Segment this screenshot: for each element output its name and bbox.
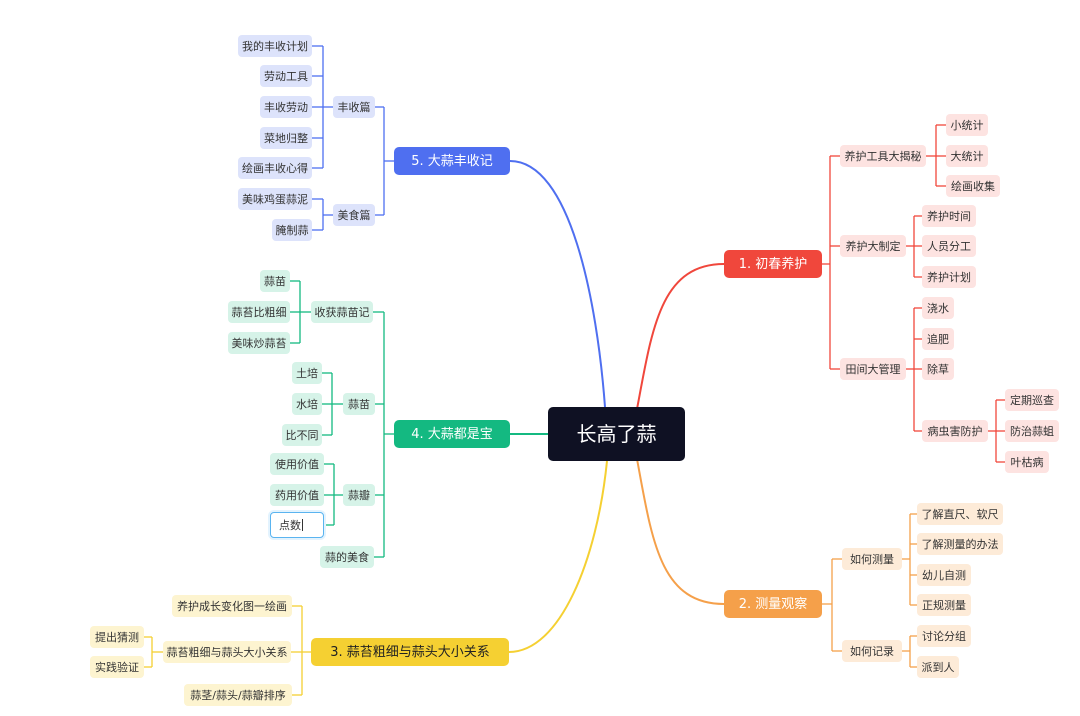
b5-sub-0-leaf-4[interactable]: 绘画丰收心得 [238, 157, 312, 179]
b1-pest-leaf-2[interactable]: 叶枯病 [1005, 451, 1049, 473]
b1-sub-2[interactable]: 田间大管理 [840, 358, 906, 380]
branch-node-b5[interactable]: 5. 大蒜丰收记 [394, 147, 510, 175]
b4-sub-1-leaf-2[interactable]: 比不同 [282, 424, 322, 446]
b4-sub-1-leaf-1[interactable]: 水培 [292, 393, 322, 415]
b1-sub-1-leaf-1[interactable]: 人员分工 [922, 235, 976, 257]
b4-sub-0-leaf-0[interactable]: 蒜苗 [260, 270, 290, 292]
b1-sub-1-leaf-2[interactable]: 养护计划 [922, 266, 976, 288]
link-root-b3 [508, 460, 608, 653]
branch-node-b2[interactable]: 2. 测量观察 [724, 590, 822, 618]
b1-pest-leaf-1[interactable]: 防治蒜蛆 [1005, 420, 1059, 442]
b1-sub-2-leaf-0[interactable]: 浇水 [922, 297, 954, 319]
b5-sub-1[interactable]: 美食篇 [333, 204, 375, 226]
b1-sub-0-leaf-1[interactable]: 大统计 [946, 145, 988, 167]
b3-rel-leaf-0[interactable]: 提出猜测 [90, 626, 144, 648]
b2-sub-1[interactable]: 如何记录 [842, 640, 902, 662]
branch-node-b4[interactable]: 4. 大蒜都是宝 [394, 420, 510, 448]
link-root-b1 [636, 263, 725, 410]
b1-sub-1[interactable]: 养护大制定 [840, 235, 906, 257]
link-root-b5 [509, 160, 606, 408]
b1-pest-leaf-0[interactable]: 定期巡查 [1005, 389, 1059, 411]
b2-sub-0-leaf-2[interactable]: 幼儿自测 [917, 564, 971, 586]
root-node[interactable]: 长高了蒜 [548, 407, 685, 461]
branch-node-b3[interactable]: 3. 蒜苔粗细与蒜头大小关系 [311, 638, 509, 666]
b1-sub-2-leaf-1[interactable]: 追肥 [922, 328, 954, 350]
b4-sub-2-leaf-0[interactable]: 使用价值 [270, 453, 324, 475]
b4-sub-2[interactable]: 蒜瓣 [343, 484, 375, 506]
b2-sub-0-leaf-1[interactable]: 了解测量的办法 [917, 533, 1003, 555]
b1-sub-1-leaf-0[interactable]: 养护时间 [922, 205, 976, 227]
b4-sub-2-leaf-1[interactable]: 药用价值 [270, 484, 324, 506]
b2-sub-0-leaf-3[interactable]: 正规测量 [917, 594, 971, 616]
b1-sub-0-leaf-2[interactable]: 绘画收集 [946, 175, 1000, 197]
b1-sub-2-leaf-2[interactable]: 除草 [922, 358, 954, 380]
b2-sub-1-leaf-0[interactable]: 讨论分组 [917, 625, 971, 647]
branch-node-b1[interactable]: 1. 初春养护 [724, 250, 822, 278]
b5-sub-0-leaf-1[interactable]: 劳动工具 [260, 65, 312, 87]
b4-sub-1[interactable]: 蒜苗 [343, 393, 375, 415]
b5-sub-0-leaf-0[interactable]: 我的丰收计划 [238, 35, 312, 57]
b4-sub-0-leaf-1[interactable]: 蒜苔比粗细 [228, 301, 290, 323]
text-caret [302, 519, 303, 531]
link-root-b2 [636, 458, 725, 605]
b5-sub-1-leaf-0[interactable]: 美味鸡蛋蒜泥 [238, 188, 312, 210]
b4-sub-1-leaf-0[interactable]: 土培 [292, 362, 322, 384]
b3-sub-1[interactable]: 蒜苔粗细与蒜头大小关系 [163, 641, 291, 663]
b2-sub-0-leaf-0[interactable]: 了解直尺、软尺 [917, 503, 1003, 525]
b2-sub-0[interactable]: 如何测量 [842, 548, 902, 570]
b1-sub-2-leaf-3[interactable]: 病虫害防护 [922, 420, 988, 442]
b5-sub-0[interactable]: 丰收篇 [333, 96, 375, 118]
b5-sub-0-leaf-2[interactable]: 丰收劳动 [260, 96, 312, 118]
b2-sub-1-leaf-1[interactable]: 派到人 [917, 656, 959, 678]
b3-sub-2[interactable]: 蒜茎/蒜头/蒜瓣排序 [184, 684, 292, 706]
b5-sub-1-leaf-1[interactable]: 腌制蒜 [272, 219, 312, 241]
b4-sub-0[interactable]: 收获蒜苗记 [311, 301, 373, 323]
b1-sub-0[interactable]: 养护工具大揭秘 [840, 145, 926, 167]
b3-sub-0[interactable]: 养护成长变化图一绘画 [172, 595, 292, 617]
b1-sub-0-leaf-0[interactable]: 小统计 [946, 114, 988, 136]
b3-rel-leaf-1[interactable]: 实践验证 [90, 656, 144, 678]
b4-sub-3[interactable]: 蒜的美食 [320, 546, 374, 568]
b4-count-input[interactable]: 点数 [270, 512, 324, 538]
b5-sub-0-leaf-3[interactable]: 菜地归整 [260, 127, 312, 149]
b4-sub-0-leaf-2[interactable]: 美味炒蒜苔 [228, 332, 290, 354]
